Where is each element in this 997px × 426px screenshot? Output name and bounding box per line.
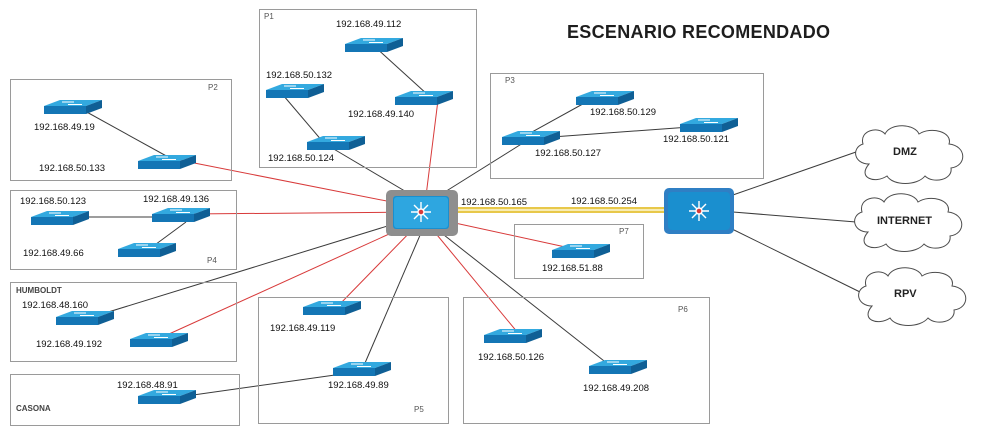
switch-p1-top [345, 38, 403, 52]
switch-hum-bottom [130, 333, 188, 347]
zone-p6-label: P6 [678, 305, 688, 314]
switch-p3-top [576, 91, 634, 105]
ip-p7: 192.168.51.88 [542, 263, 603, 274]
ip-hum-top: 192.168.48.160 [22, 300, 89, 311]
cloud-dmz [855, 125, 964, 184]
cloud-internet-label: INTERNET [877, 215, 932, 227]
ip-p6-left: 192.168.50.126 [478, 352, 545, 363]
link-p4 [189, 211, 421, 215]
ip-p4-bottom: 192.168.49.66 [23, 248, 84, 259]
switch-p3-right [680, 118, 738, 132]
switch-p7 [552, 244, 610, 258]
zone-p7 [514, 224, 644, 279]
ip-core-right: 192.168.50.254 [571, 196, 638, 207]
link-p3 [431, 137, 532, 201]
ip-p1-bottom: 192.168.50.124 [268, 153, 335, 164]
links-layer [31, 38, 967, 404]
switch-hum-top [56, 311, 114, 325]
ip-hum-bottom: 192.168.49.192 [36, 339, 103, 350]
switch-p2-bottom [138, 155, 196, 169]
ip-p5-top: 192.168.49.119 [270, 323, 336, 334]
zone-casona-label: CASONA [16, 404, 51, 413]
zone-p4 [10, 190, 237, 270]
ip-p6-right: 192.168.49.208 [583, 383, 650, 394]
link-p6-left [427, 223, 519, 334]
link-p5-top [337, 223, 419, 307]
diagram-title: ESCENARIO RECOMENDADO [567, 22, 831, 42]
ip-p4-right: 192.168.49.136 [143, 194, 210, 205]
link-p2-internal [73, 104, 171, 159]
zone-p4-label: P4 [207, 256, 217, 265]
link-dmz [729, 151, 857, 197]
zone-p1-label: P1 [264, 12, 274, 21]
switch-casona [138, 390, 196, 404]
switch-p2-top [44, 100, 102, 114]
zone-p1 [259, 9, 477, 168]
link-internet [732, 211, 857, 223]
switch-p4-left [31, 211, 89, 225]
zone-p3-label: P3 [505, 76, 515, 85]
network-diagram: ESCENARIO RECOMENDADO P1 P2 P3 P4 P7 HUM… [10, 9, 967, 426]
link-p6-right [429, 223, 614, 369]
switch-p1-left [266, 84, 324, 98]
link-p3-top [522, 99, 591, 138]
link-p3-right [551, 126, 691, 138]
switch-p1-mid [395, 91, 453, 105]
link-p5-bottom [361, 225, 425, 371]
switch-p1-bottom [307, 136, 365, 150]
link-p1-top-mid [373, 45, 429, 96]
zone-p5-label: P5 [414, 405, 424, 414]
link-hum-top [91, 215, 421, 318]
cloud-rpv [858, 267, 967, 326]
core-switch-left [386, 190, 458, 236]
switch-p5-top [303, 301, 361, 315]
ip-core-left: 192.168.50.165 [461, 197, 528, 208]
zone-humboldt [10, 282, 237, 362]
ip-p3-right: 192.168.50.121 [663, 134, 730, 145]
ip-p1-top: 192.168.49.112 [336, 19, 402, 30]
link-hum-bottom [157, 219, 421, 340]
zone-p2 [10, 79, 232, 181]
switch-p3-mid [502, 131, 560, 145]
switch-p6-left [484, 329, 542, 343]
cloud-dmz-label: DMZ [893, 146, 917, 158]
link-rpv [729, 227, 861, 293]
ip-p1-mid: 192.168.49.140 [348, 109, 415, 120]
switch-p6-right [589, 360, 647, 374]
switch-p5-bottom [333, 362, 391, 376]
link-p1-mid [425, 99, 439, 197]
zone-p3 [490, 73, 764, 179]
ip-p3-mid: 192.168.50.127 [535, 148, 602, 159]
link-p2 [173, 158, 423, 209]
link-casona [171, 373, 343, 399]
zone-p2-label: P2 [208, 83, 218, 92]
switch-p4-right [152, 208, 210, 222]
ip-p3-top: 192.168.50.129 [590, 107, 657, 118]
cloud-internet [854, 193, 963, 252]
cloud-rpv-label: RPV [894, 288, 917, 300]
zone-humboldt-label: HUMBOLDT [16, 286, 62, 295]
ip-p5-bottom: 192.168.49.89 [328, 380, 389, 391]
switch-p4-bottom [118, 243, 176, 257]
link-p1-left-bottom [282, 94, 324, 143]
core-switch-right [664, 188, 734, 234]
zone-p7-label: P7 [619, 227, 629, 236]
ip-p2-top: 192.168.49.19 [34, 122, 95, 133]
ip-casona: 192.168.48.91 [117, 380, 178, 391]
ip-p2-bottom: 192.168.50.133 [39, 163, 106, 174]
ip-p1-left: 192.168.50.132 [266, 70, 333, 81]
ip-p4-left: 192.168.50.123 [20, 196, 87, 207]
